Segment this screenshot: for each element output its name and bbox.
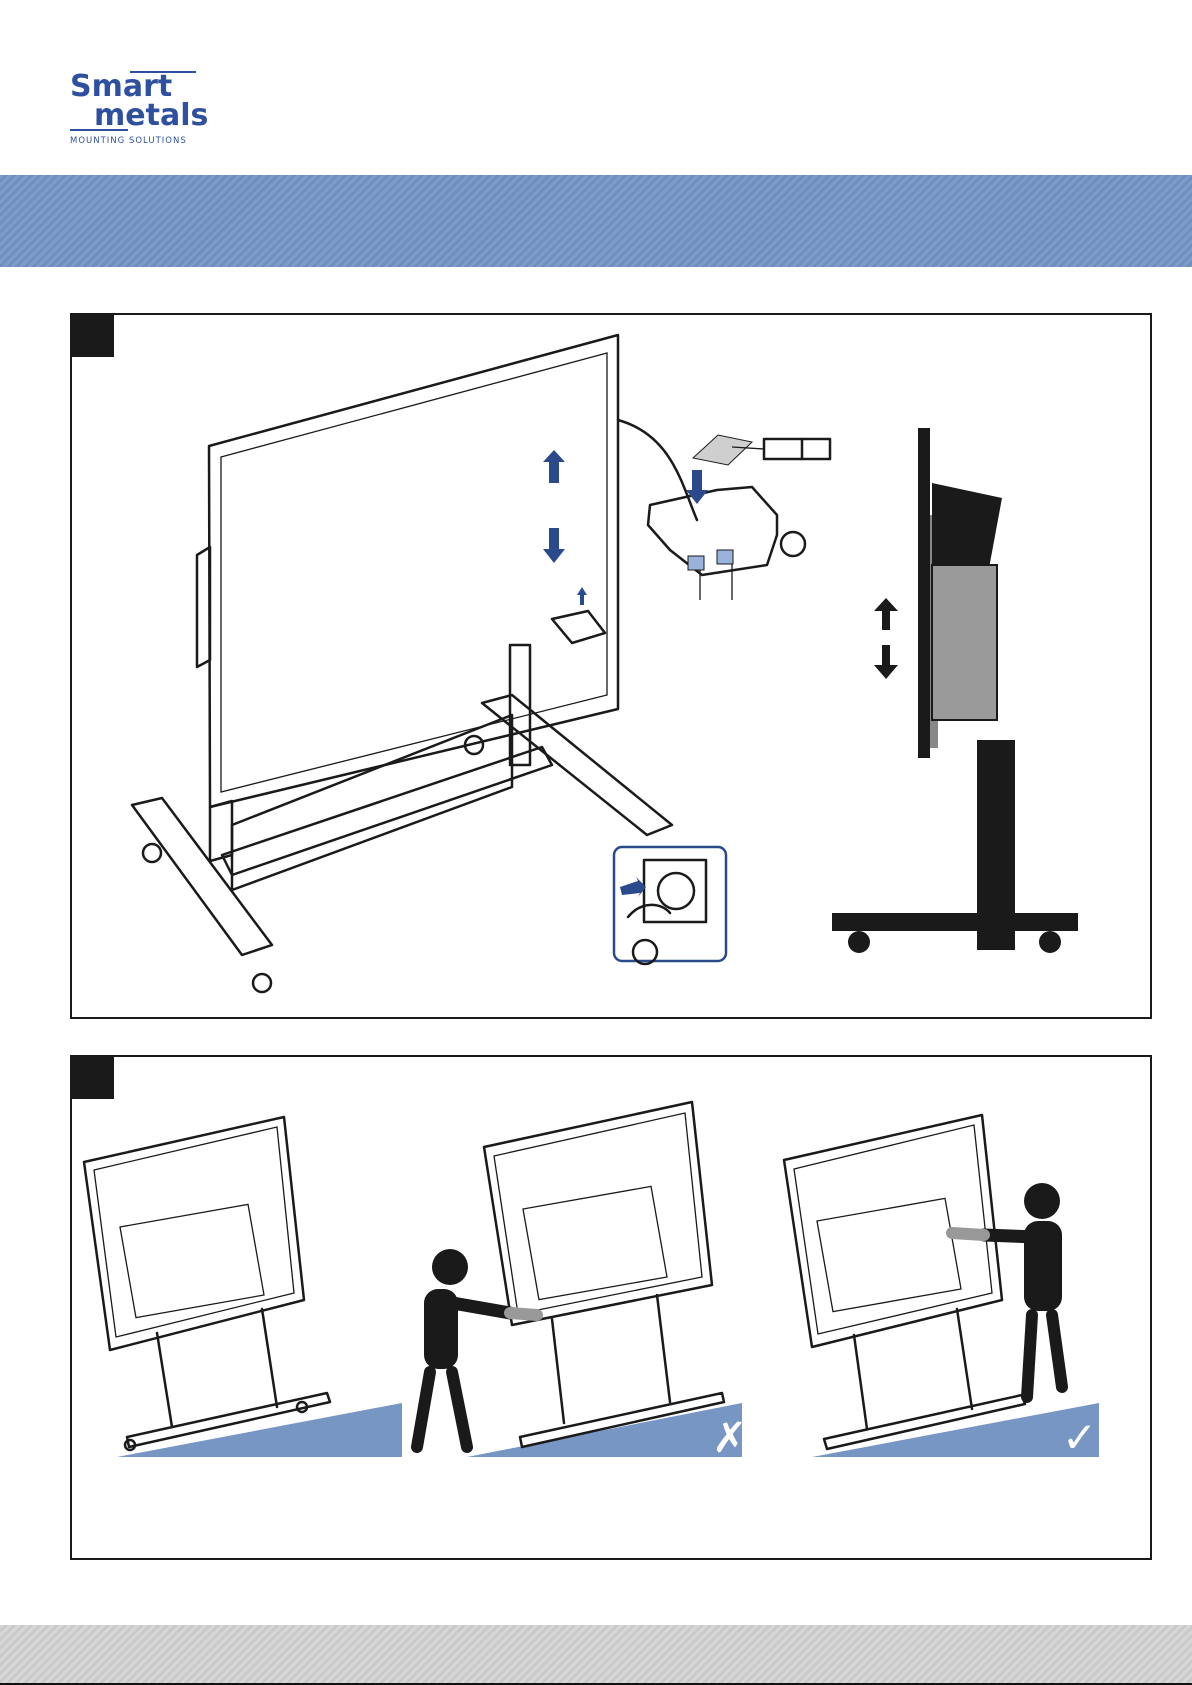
footer-band (0, 1625, 1192, 1685)
scene-pushing-from-behind: ✓ (784, 1115, 1099, 1462)
header-banner (0, 175, 1192, 267)
step-1-illustration (72, 315, 1154, 1021)
display-screen (209, 335, 618, 807)
brand-logo: Smart metals MOUNTING SOLUTIONS (68, 70, 198, 148)
scene-tilted-screen-on-slope (84, 1117, 402, 1457)
power-plug-icon (614, 847, 726, 964)
step-2-panel: ✗ ✓ (70, 1055, 1152, 1560)
control-box-icon (648, 435, 830, 600)
logo-graphic: Smart metals MOUNTING SOLUTIONS (68, 70, 198, 148)
logo-tagline: MOUNTING SOLUTIONS (70, 136, 187, 146)
step-2-illustration: ✗ ✓ (72, 1057, 1154, 1562)
wrong-mark-icon: ✗ (712, 1413, 747, 1462)
down-arrow-icon (543, 528, 565, 563)
correct-mark-icon: ✓ (1062, 1413, 1097, 1462)
up-arrow-icon (543, 450, 565, 483)
side-view-stand (832, 428, 1078, 953)
slope-3 (812, 1403, 1099, 1457)
slope-2 (467, 1403, 742, 1457)
scene-pushing-from-front: ✗ (417, 1102, 747, 1462)
step-1-panel (70, 313, 1152, 1019)
logo-word-metals: metals (94, 98, 208, 133)
